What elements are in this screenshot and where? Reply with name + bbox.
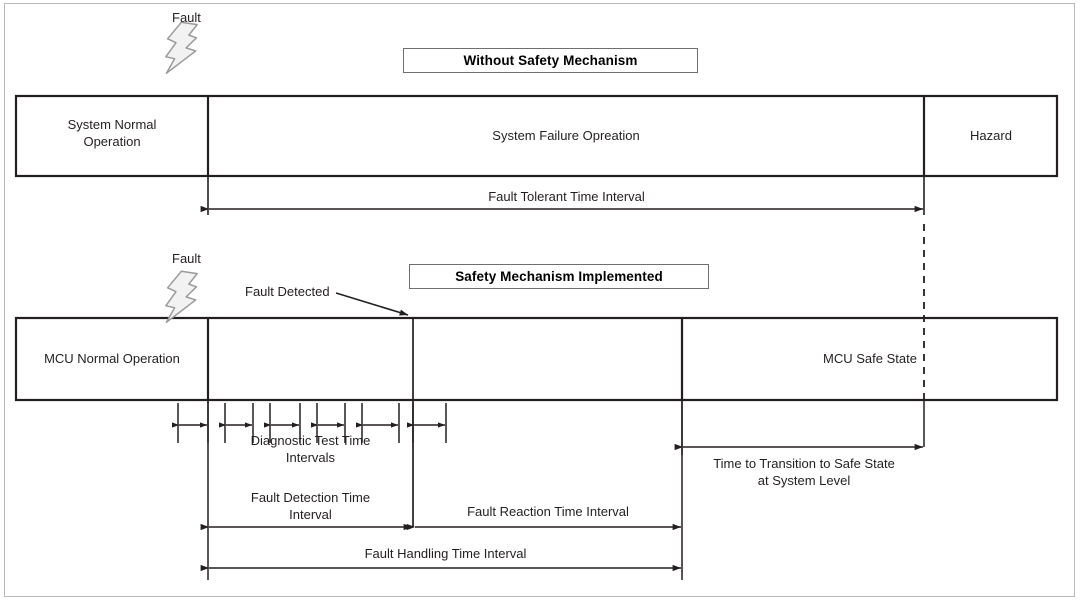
label-fault-tolerant-time-interval-line1: Fault Tolerant Time Interval [488,189,645,204]
band-system-normal-operation-line1: System Normal [67,117,157,132]
banner-without-safety-mechanism: Without Safety Mechanism [403,48,698,73]
fault-bolt-icon-top [165,21,198,75]
label-fault-tolerant-time-interval: Fault Tolerant Time Interval [209,188,924,205]
label-time-to-transition-to-safe-state-line2: at System Level [757,473,851,488]
label-fault-reaction-time-interval-line1: Fault Reaction Time Interval [467,504,629,519]
label-diagnostic-test-time-intervals-line1: Diagnostic Test Time [250,433,371,448]
fault-detected-pointer [335,292,409,316]
band-mcu-safe-state-line1: MCU Safe State [823,351,917,366]
banner-without-safety-mechanism-label: Without Safety Mechanism [463,53,638,68]
banner-safety-mechanism-implemented-label: Safety Mechanism Implemented [455,269,663,284]
band-system-normal-operation-line2: Operation [83,134,141,149]
fault-bolt-icon-bottom [165,270,198,324]
label-fault-reaction-time-interval: Fault Reaction Time Interval [414,503,682,520]
band-hazard: Hazard [928,127,1054,144]
label-diagnostic-test-time-intervals-line2: Intervals [285,450,336,465]
banner-safety-mechanism-implemented: Safety Mechanism Implemented [409,264,709,289]
bottom-band-box [14,316,1059,402]
band-hazard-line1: Hazard [970,128,1012,143]
label-fault-detected: Fault Detected [245,284,330,299]
band-mcu-normal-operation-line1: MCU Normal Operation [44,351,180,366]
fault-label-bottom: Fault [172,251,201,266]
label-fault-handling-time-interval: Fault Handling Time Interval [209,545,682,562]
label-diagnostic-test-time-intervals: Diagnostic Test Time Intervals [208,432,413,466]
band-mcu-normal-operation: MCU Normal Operation [20,350,204,367]
label-fault-detection-time-interval-line1: Fault Detection Time [250,490,371,505]
band-system-failure-operation-line1: System Failure Opreation [492,128,640,143]
label-fault-detection-time-interval: Fault Detection Time Interval [208,489,413,523]
band-system-normal-operation: System Normal Operation [20,116,204,150]
label-fault-detection-time-interval-line2: Interval [289,507,332,522]
band-system-failure-operation: System Failure Opreation [212,127,920,144]
band-mcu-safe-state: MCU Safe State [686,350,1054,367]
label-time-to-transition-to-safe-state-line1: Time to Transition to Safe State [713,456,895,471]
top-band-box [14,94,1059,178]
page-frame [4,3,1075,597]
label-time-to-transition-to-safe-state: Time to Transition to Safe State at Syst… [683,455,925,489]
fault-label-top: Fault [172,10,201,25]
label-fault-handling-time-interval-line1: Fault Handling Time Interval [364,546,527,561]
